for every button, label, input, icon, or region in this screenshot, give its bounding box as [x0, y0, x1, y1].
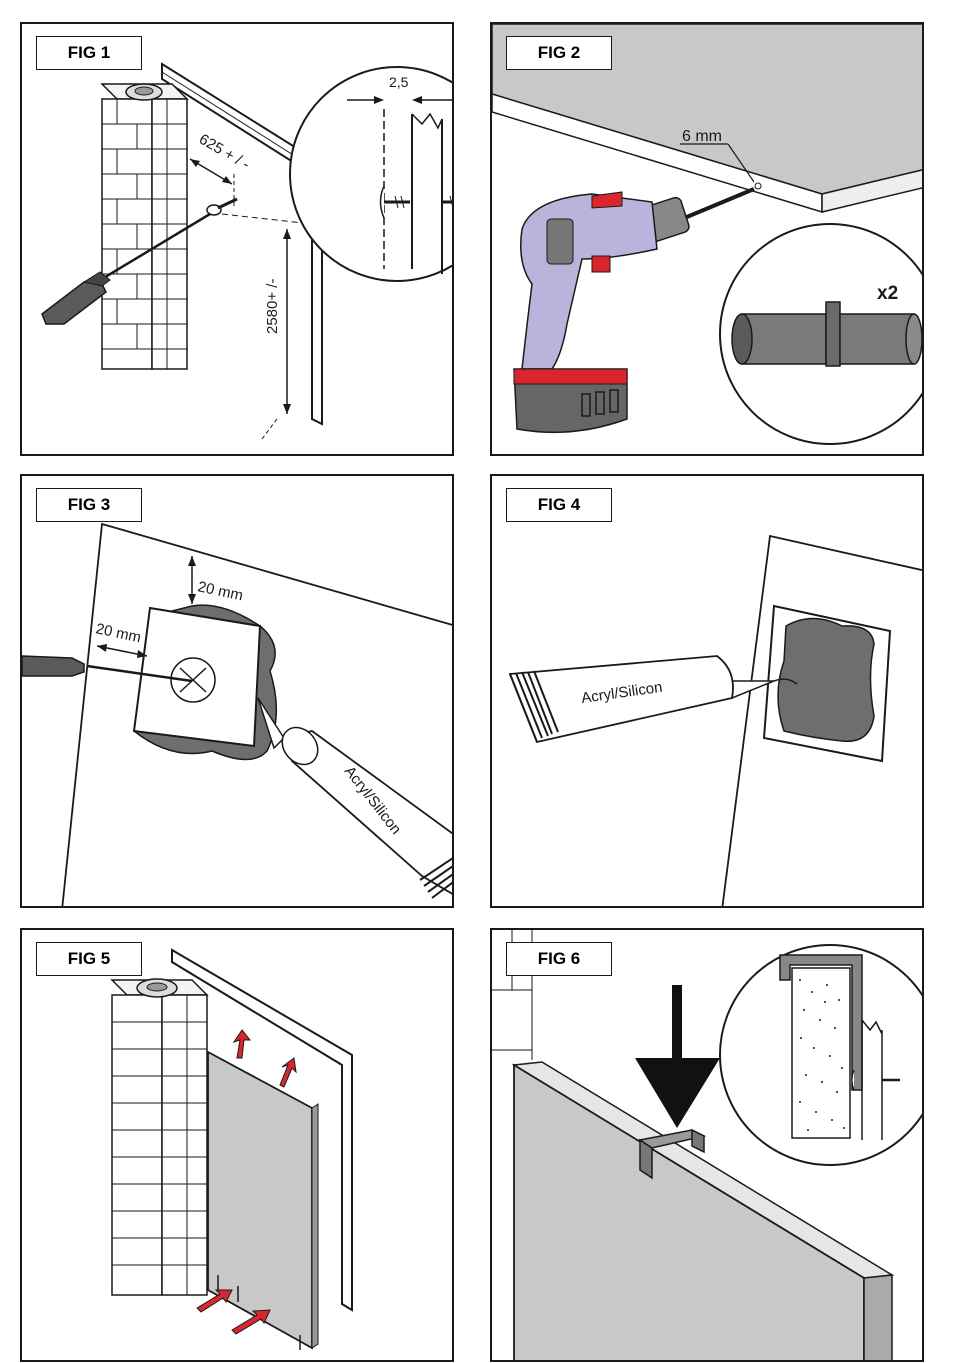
fig2-label: FIG 2: [506, 36, 612, 70]
fig1-detail-gap: 2,5: [389, 74, 409, 90]
bracket-icon: [638, 1128, 707, 1180]
fig4-panel: FIG 4 Acryl/Silicon: [490, 474, 924, 908]
fig1-illustration: 625 + / - 2580+ /- 2,5: [41, 62, 452, 440]
fig6-illustration: [492, 930, 922, 1360]
fig2-panel: FIG 2 6 mm: [490, 22, 924, 456]
screwdriver-icon: [41, 212, 211, 325]
fig3-illustration: 20 mm 20 mm Acryl/Silicon: [22, 522, 452, 906]
fig4-label: FIG 4: [506, 488, 612, 522]
fig1-panel: FIG 1: [20, 22, 454, 456]
fig1-detail-circle: 2,5: [289, 66, 452, 282]
fig2-illustration: 6 mm x2: [492, 24, 922, 445]
dowel-icon: [731, 301, 922, 367]
fig2-drill-size: 6 mm: [682, 128, 722, 145]
screwdriver-icon: [22, 655, 193, 683]
red-arrow-icon: [196, 1029, 297, 1335]
fig4-illustration: Acryl/Silicon: [508, 534, 922, 906]
gray-panel: [207, 1050, 313, 1350]
fig5-illustration: [110, 948, 353, 1350]
down-arrow-icon: [635, 985, 720, 1128]
dowel-detail-circle: x2: [719, 223, 922, 445]
adhesive-blob: [777, 617, 875, 743]
fig6-panel: FIG 6: [490, 928, 924, 1362]
fig1-label: FIG 1: [36, 36, 142, 70]
fig6-detail-circle: [719, 944, 922, 1166]
fig2-quantity: x2: [877, 283, 898, 304]
sealant-tube-icon: Acryl/Silicon: [508, 655, 798, 744]
brick-pillar: [110, 978, 209, 1296]
wall-panel: [171, 948, 353, 1312]
fig3-label: FIG 3: [36, 488, 142, 522]
fig6-label: FIG 6: [506, 942, 612, 976]
screw-icon: [206, 197, 238, 216]
brick-pillar: [100, 83, 189, 370]
fig5-panel: FIG 5: [20, 928, 454, 1362]
gray-panel: [513, 1063, 865, 1360]
fig1-dim-vertical: 2580+ /-: [264, 279, 281, 334]
drill-icon: [513, 187, 755, 434]
fig3-panel: FIG 3 20 mm 20 mm: [20, 474, 454, 908]
fig5-label: FIG 5: [36, 942, 142, 976]
